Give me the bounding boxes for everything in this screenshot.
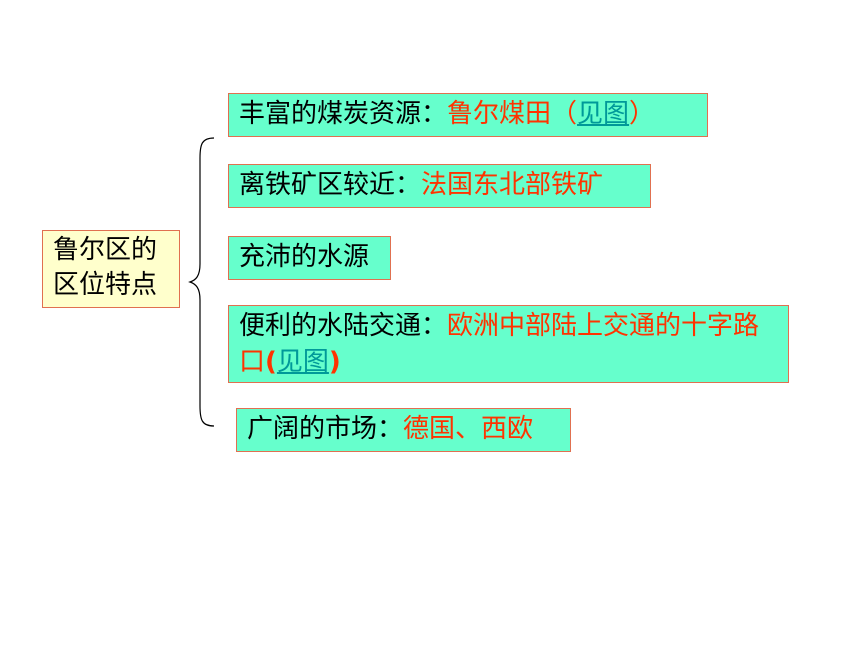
item-iron-highlight: 法国东北部铁矿 [421, 170, 604, 200]
item-iron-ore: 离铁矿区较近：法国东北部铁矿 [228, 164, 651, 208]
item-market-label: 广阔的市场： [247, 414, 404, 444]
curly-brace [188, 137, 215, 427]
item-transport-highlight: 欧洲中部陆上交通的十字路口 [239, 311, 760, 377]
item-transport-label: 便利的水陆交通： [239, 311, 448, 341]
topic-line-2: 区位特点 [53, 270, 158, 300]
topic-line-1: 鲁尔区的 [53, 235, 158, 265]
item-market-highlight: 德国、西欧 [403, 414, 534, 444]
item-coal-highlight: 鲁尔煤田（ [447, 99, 578, 129]
item-market: 广阔的市场：德国、西欧 [236, 408, 571, 452]
item-coal-label: 丰富的煤炭资源： [239, 99, 448, 129]
topic-box: 鲁尔区的 区位特点 [42, 230, 180, 308]
item-transport-paren-open: ( [265, 347, 277, 377]
item-coal-resources: 丰富的煤炭资源：鲁尔煤田（见图） [228, 93, 708, 137]
item-water-source: 充沛的水源 [228, 236, 391, 280]
item-transport: 便利的水陆交通：欧洲中部陆上交通的十字路口(见图) [228, 305, 789, 383]
see-map-link-ruhr[interactable]: 见图 [577, 99, 630, 129]
item-water-label: 充沛的水源 [239, 242, 370, 272]
item-iron-label: 离铁矿区较近： [239, 170, 422, 200]
item-transport-paren-close: ) [328, 347, 341, 377]
item-coal-suffix: ） [629, 99, 656, 129]
see-map-link-transport[interactable]: 见图 [276, 347, 329, 377]
